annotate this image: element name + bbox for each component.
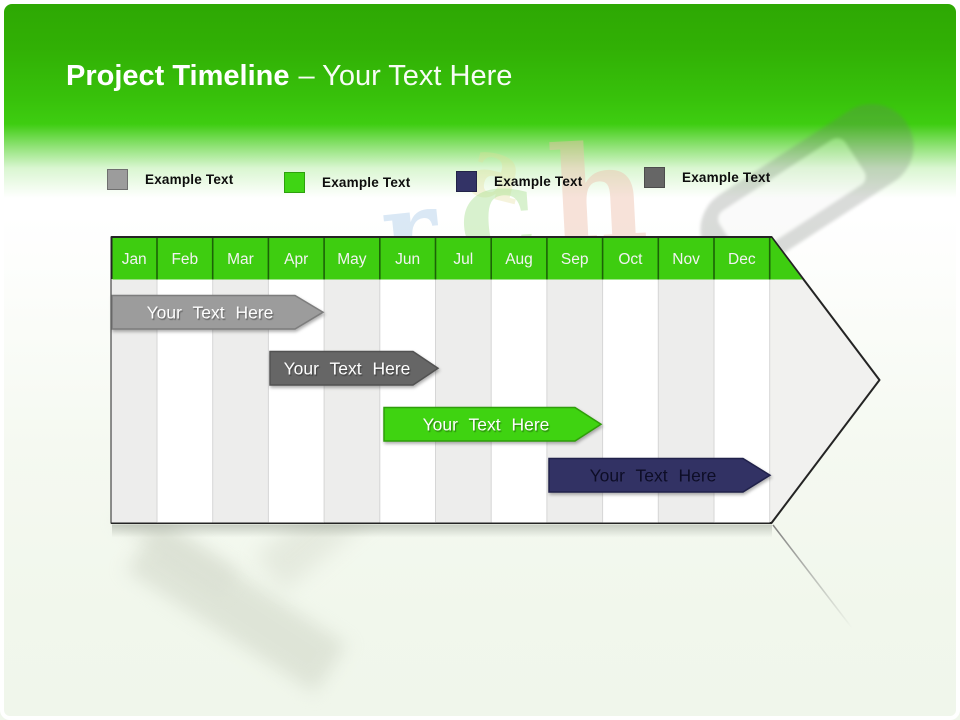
month-label-jun: Jun	[395, 251, 420, 268]
legend-label: Example Text	[145, 171, 234, 187]
month-label-aug: Aug	[505, 251, 533, 268]
month-labels: Jan Feb Mar Apr May Jun Jul Aug Sep Oct …	[122, 251, 756, 268]
month-label-sep: Sep	[561, 251, 589, 268]
legend-item-darkgray[interactable]: Example Text	[644, 165, 770, 189]
month-label-may: May	[337, 251, 367, 268]
month-header-dividers	[156, 238, 771, 280]
task-bar-1[interactable]: Your Text Here	[111, 294, 325, 330]
legend-swatch-navy	[456, 170, 477, 192]
legend-item-gray[interactable]: Example Text	[107, 167, 233, 191]
task-bar-3[interactable]: Your Text Here	[383, 406, 603, 442]
month-header-band	[112, 238, 803, 280]
slide-title-rest: – Your Text Here	[298, 60, 513, 92]
month-label-feb: Feb	[171, 251, 198, 268]
slide-title-bold: Project Timeline	[66, 60, 290, 92]
task-bar-2-label: Your Text Here	[284, 359, 411, 379]
slide-title[interactable]: Project Timeline– Your Text Here	[66, 60, 512, 93]
month-label-jul: Jul	[453, 251, 473, 268]
task-bar-4[interactable]: Your Text Here	[548, 457, 772, 493]
month-label-mar: Mar	[227, 251, 254, 268]
task-bar-2[interactable]: Your Text Here	[269, 350, 440, 386]
legend-item-navy[interactable]: Example Text	[456, 169, 582, 193]
task-bar-3-label: Your Text Here	[423, 415, 550, 435]
legend-item-green[interactable]: Example Text	[284, 170, 410, 194]
task-bar-4-label: Your Text Here	[590, 466, 717, 486]
legend-swatch-green	[284, 171, 305, 193]
month-label-nov: Nov	[672, 251, 700, 268]
month-label-apr: Apr	[284, 251, 308, 268]
arrowhead-reflection-line	[772, 524, 853, 629]
task-bar-1-label: Your Text Here	[147, 303, 274, 323]
month-label-oct: Oct	[618, 251, 643, 268]
header-gradient-band	[4, 4, 956, 204]
legend-label: Example Text	[494, 173, 583, 189]
legend-label: Example Text	[682, 169, 771, 185]
month-label-dec: Dec	[728, 251, 756, 268]
legend-swatch-gray	[107, 168, 128, 190]
legend-label: Example Text	[322, 174, 411, 190]
month-label-jan: Jan	[122, 251, 147, 268]
chart-reflection	[112, 524, 772, 538]
legend-swatch-darkgray	[644, 166, 665, 188]
